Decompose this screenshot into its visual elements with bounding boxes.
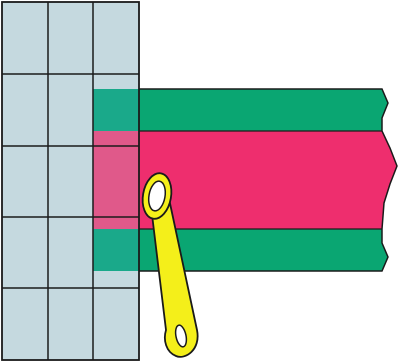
ruler-overlap-green-bottom — [93, 229, 139, 271]
ruler-overlap-green-top — [93, 89, 139, 131]
quilting-ruler-icon — [2, 2, 139, 360]
